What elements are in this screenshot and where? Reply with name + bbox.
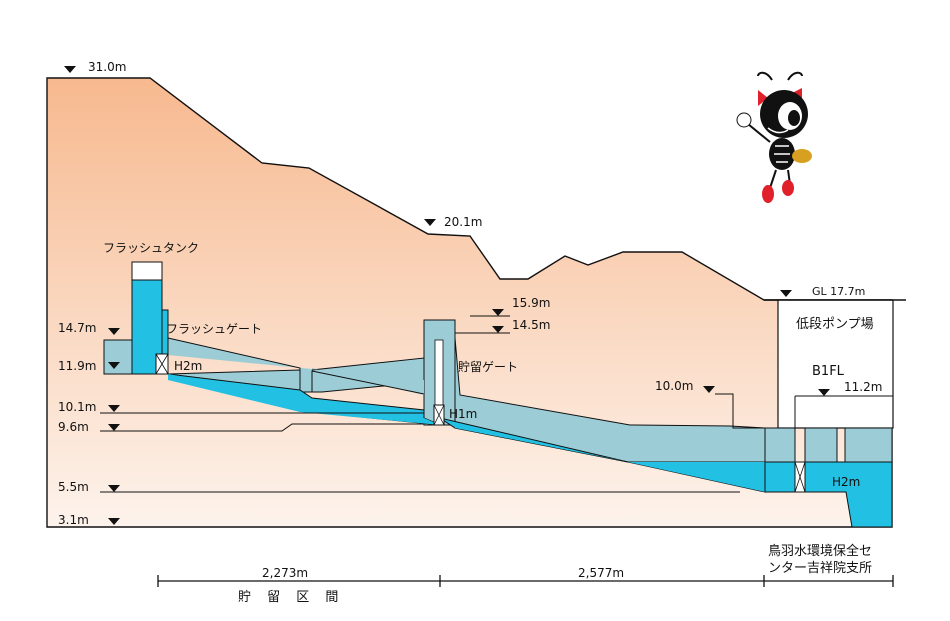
flush-gate-box [155,353,169,375]
label-flush-tank: フラッシュタンク [103,241,199,255]
marker-15-9 [470,309,510,317]
elev-tank-left: 14.7m [58,321,96,335]
marker-20-1 [424,219,436,226]
storage-gate-box [433,404,445,426]
downstream-water-band [455,425,765,492]
label-b1fl: B1FL [812,364,845,379]
upstream-water-band [168,374,440,425]
pump-station-building [777,299,894,429]
marker-14-7 [108,328,120,335]
marker-3-1 [108,518,120,525]
label-flush-gate: フラッシュゲート [166,322,262,336]
storage-section-label: 貯 留 区 間 [238,590,344,605]
pump-gate-box [794,461,806,493]
elev-b1: 11.2m [844,380,882,394]
facility-name-line2: ンター吉祥院支所 [768,561,872,576]
marker-14-5 [455,326,510,334]
pump-well-pillar-2 [804,427,838,463]
pump-well-pillar-1 [764,427,796,463]
distance-second: 2,577m [578,566,624,580]
elev-gl: GL 17.7m [812,285,865,298]
elev-5-5: 5.5m [58,480,89,494]
label-h2m-right: H2m [832,475,860,489]
elev-tank-base: 11.9m [58,359,96,373]
marker-10-1 [108,405,120,412]
marker-gl [780,290,792,297]
pump-channel-water [764,461,796,493]
elev-ridge: 20.1m [444,215,482,229]
pump-well-water [804,461,893,528]
elev-10-1: 10.1m [58,400,96,414]
elev-gate-mid: 14.5m [512,318,550,332]
ref-line-9-6 [100,423,424,432]
marker-11-9 [108,362,120,369]
label-h1m: H1m [449,407,477,421]
elev-summit: 31.0m [88,60,126,74]
label-h2m-left: H2m [174,359,202,373]
label-storage-gate: 貯留ゲート [458,360,518,374]
marker-31 [64,66,76,73]
label-pump-station: 低段ポンプ場 [796,317,874,332]
upstream-pipe-outline [167,337,425,395]
upstream-left-block [103,339,133,375]
marker-5-5 [108,485,120,492]
elev-10-0: 10.0m [655,379,693,393]
terrain-step [715,393,765,429]
marker-11-2 [818,389,830,396]
ant-mascot-icon [736,71,812,203]
marker-10-0 [703,386,715,393]
flush-tank-top [131,261,163,281]
elev-gate-top: 15.9m [512,296,550,310]
marker-9-6 [108,424,120,431]
elev-9-6: 9.6m [58,420,89,434]
facility-name-line1: 鳥羽水環境保全セ [768,543,872,559]
elev-3-1: 3.1m [58,513,89,527]
distance-first: 2,273m [262,566,308,580]
pump-well-pillar-3 [844,427,893,463]
